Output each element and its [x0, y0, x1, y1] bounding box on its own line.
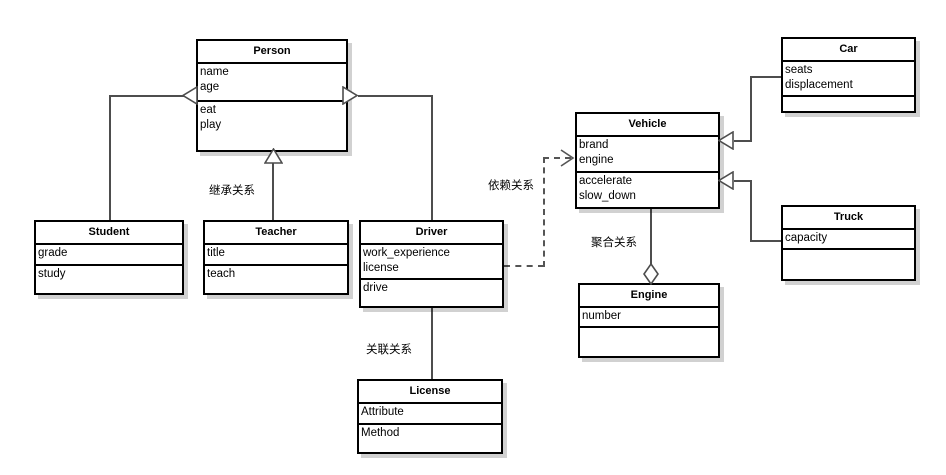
- attribute-row: number: [582, 310, 621, 322]
- connector-driver-person-vertical: [431, 95, 433, 221]
- connector-truck-vehicle-h1: [750, 240, 782, 242]
- generalization-arrow-truck: [718, 171, 734, 190]
- edge-label-aggregation: 聚合关系: [590, 234, 638, 250]
- class-attributes-truck: capacity: [783, 230, 914, 250]
- connector-car-vehicle-h1: [750, 76, 782, 78]
- class-box-truck[interactable]: Truck capacity: [781, 205, 916, 281]
- class-box-car[interactable]: Car seats displacement: [781, 37, 916, 113]
- operation-row: Method: [361, 427, 400, 439]
- class-operations-vehicle: accelerate slow_down: [577, 173, 718, 205]
- attribute-row: grade: [38, 247, 68, 259]
- attribute-row: engine: [579, 154, 614, 166]
- class-operations-student: study: [36, 266, 182, 283]
- class-name-engine: Engine: [580, 285, 718, 308]
- connector-teacher-person-vertical: [272, 162, 274, 221]
- attribute-row: Attribute: [361, 406, 404, 418]
- dependency-arrow-driver-vehicle: [560, 149, 575, 167]
- operation-row: teach: [207, 268, 236, 280]
- class-attributes-license: Attribute: [359, 404, 501, 425]
- class-operations-license: Method: [359, 425, 501, 442]
- generalization-arrow-student: [182, 86, 198, 105]
- connector-driver-vehicle-dashed-h2: [543, 157, 571, 159]
- class-attributes-engine: number: [580, 308, 718, 328]
- connector-student-person-horizontal: [109, 95, 184, 97]
- attribute-row: age: [200, 81, 220, 93]
- attribute-row: work_experience: [363, 247, 450, 259]
- class-name-person: Person: [198, 41, 346, 64]
- class-operations-truck: [783, 250, 914, 252]
- edge-label-dependency: 依赖关系: [487, 177, 535, 193]
- generalization-arrow-driver: [342, 86, 358, 105]
- operation-row: drive: [363, 282, 388, 294]
- class-box-person[interactable]: Person name age eat play: [196, 39, 348, 152]
- class-attributes-vehicle: brand engine: [577, 137, 718, 173]
- operation-row: slow_down: [579, 190, 636, 202]
- attribute-row: name: [200, 66, 229, 78]
- class-box-license[interactable]: License Attribute Method: [357, 379, 503, 454]
- class-name-student: Student: [36, 222, 182, 245]
- class-attributes-student: grade: [36, 245, 182, 266]
- class-name-driver: Driver: [361, 222, 502, 245]
- class-operations-teacher: teach: [205, 266, 347, 283]
- generalization-arrow-car: [718, 131, 734, 150]
- class-name-vehicle: Vehicle: [577, 114, 718, 137]
- connector-driver-person-horizontal: [358, 95, 433, 97]
- class-box-teacher[interactable]: Teacher title teach: [203, 220, 349, 295]
- class-box-vehicle[interactable]: Vehicle brand engine accelerate slow_dow…: [575, 112, 720, 209]
- class-operations-driver: drive: [361, 280, 502, 297]
- class-box-engine[interactable]: Engine number: [578, 283, 720, 358]
- operation-row: eat: [200, 104, 216, 116]
- class-box-student[interactable]: Student grade study: [34, 220, 184, 295]
- connector-student-person-vertical: [109, 95, 111, 221]
- class-box-driver[interactable]: Driver work_experience license drive: [359, 220, 504, 308]
- connector-driver-vehicle-dashed-h1: [504, 265, 544, 267]
- class-name-teacher: Teacher: [205, 222, 347, 245]
- class-name-car: Car: [783, 39, 914, 62]
- connector-truck-vehicle-h2: [734, 180, 752, 182]
- operation-row: study: [38, 268, 66, 280]
- class-operations-person: eat play: [198, 102, 346, 134]
- attribute-row: title: [207, 247, 225, 259]
- attribute-row: capacity: [785, 232, 828, 244]
- connector-driver-vehicle-dashed-v: [543, 157, 545, 267]
- operation-row: play: [200, 119, 222, 131]
- connector-truck-vehicle-vertical: [750, 180, 752, 242]
- edge-label-association: 关联关系: [365, 341, 413, 357]
- connector-car-vehicle-vertical: [750, 76, 752, 142]
- class-operations-engine: [580, 328, 718, 330]
- operation-row: accelerate: [579, 175, 633, 187]
- connector-car-vehicle-h2: [734, 140, 752, 142]
- class-attributes-driver: work_experience license: [361, 245, 502, 280]
- class-name-truck: Truck: [783, 207, 914, 230]
- connector-driver-license-vertical: [431, 308, 433, 380]
- edge-label-inheritance: 继承关系: [208, 182, 256, 198]
- class-operations-car: [783, 97, 914, 99]
- generalization-arrow-teacher: [264, 148, 283, 164]
- class-attributes-car: seats displacement: [783, 62, 914, 97]
- aggregation-diamond-vehicle-engine: [643, 263, 659, 285]
- class-attributes-teacher: title: [205, 245, 347, 266]
- connector-vehicle-engine-vertical: [650, 209, 652, 269]
- attribute-row: license: [363, 262, 399, 274]
- class-name-license: License: [359, 381, 501, 404]
- attribute-row: displacement: [785, 79, 853, 91]
- attribute-row: seats: [785, 64, 813, 76]
- attribute-row: brand: [579, 139, 609, 151]
- class-attributes-person: name age: [198, 64, 346, 102]
